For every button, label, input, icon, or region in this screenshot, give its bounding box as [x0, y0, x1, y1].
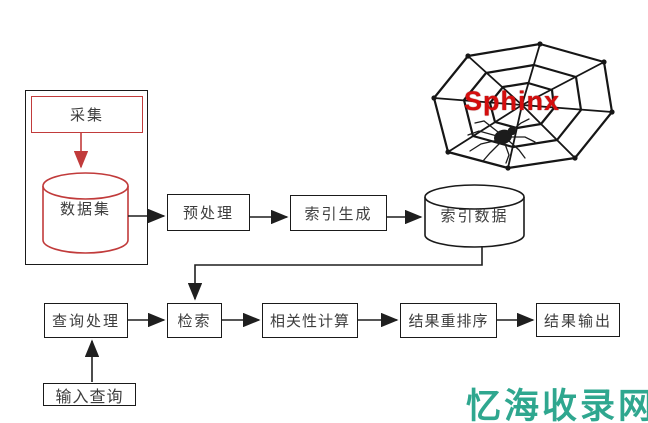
node-input-query: 输入查询 [43, 383, 136, 406]
node-retrieve-label: 检索 [177, 313, 212, 330]
node-rerank-label: 结果重排序 [408, 313, 489, 330]
node-index-generate: 索引生成 [290, 195, 387, 231]
edge-indexdata-retrieve [187, 246, 483, 301]
watermark-text: 忆海收录网 [466, 387, 648, 423]
node-index-generate-label: 索引生成 [304, 205, 373, 223]
node-preprocess: 预处理 [167, 194, 250, 231]
sphinx-logo-text: Sphinx [464, 86, 561, 116]
dataset-cylinder [42, 172, 129, 254]
spider-web-icon [431, 41, 615, 171]
node-result-output: 结果输出 [536, 303, 620, 337]
node-relevance-calc: 相关性计算 [262, 303, 358, 338]
node-query-process-label: 查询处理 [51, 313, 120, 330]
index-data-cylinder [424, 184, 525, 248]
node-preprocess-label: 预处理 [182, 205, 234, 222]
node-query-process: 查询处理 [44, 303, 128, 338]
node-retrieve: 检索 [167, 303, 222, 338]
spider-icon [467, 118, 536, 164]
node-rerank: 结果重排序 [400, 303, 497, 338]
node-relevance-calc-label: 相关性计算 [269, 313, 350, 330]
node-dataset-label: 数据集 [59, 201, 111, 218]
node-result-output-label: 结果输出 [543, 312, 612, 330]
node-collect: 采集 [31, 96, 143, 133]
node-collect-label: 采集 [69, 107, 104, 124]
node-index-data-label: 索引数据 [440, 208, 509, 225]
collection-group-frame [25, 90, 148, 265]
node-input-query-label: 输入查询 [55, 388, 124, 406]
